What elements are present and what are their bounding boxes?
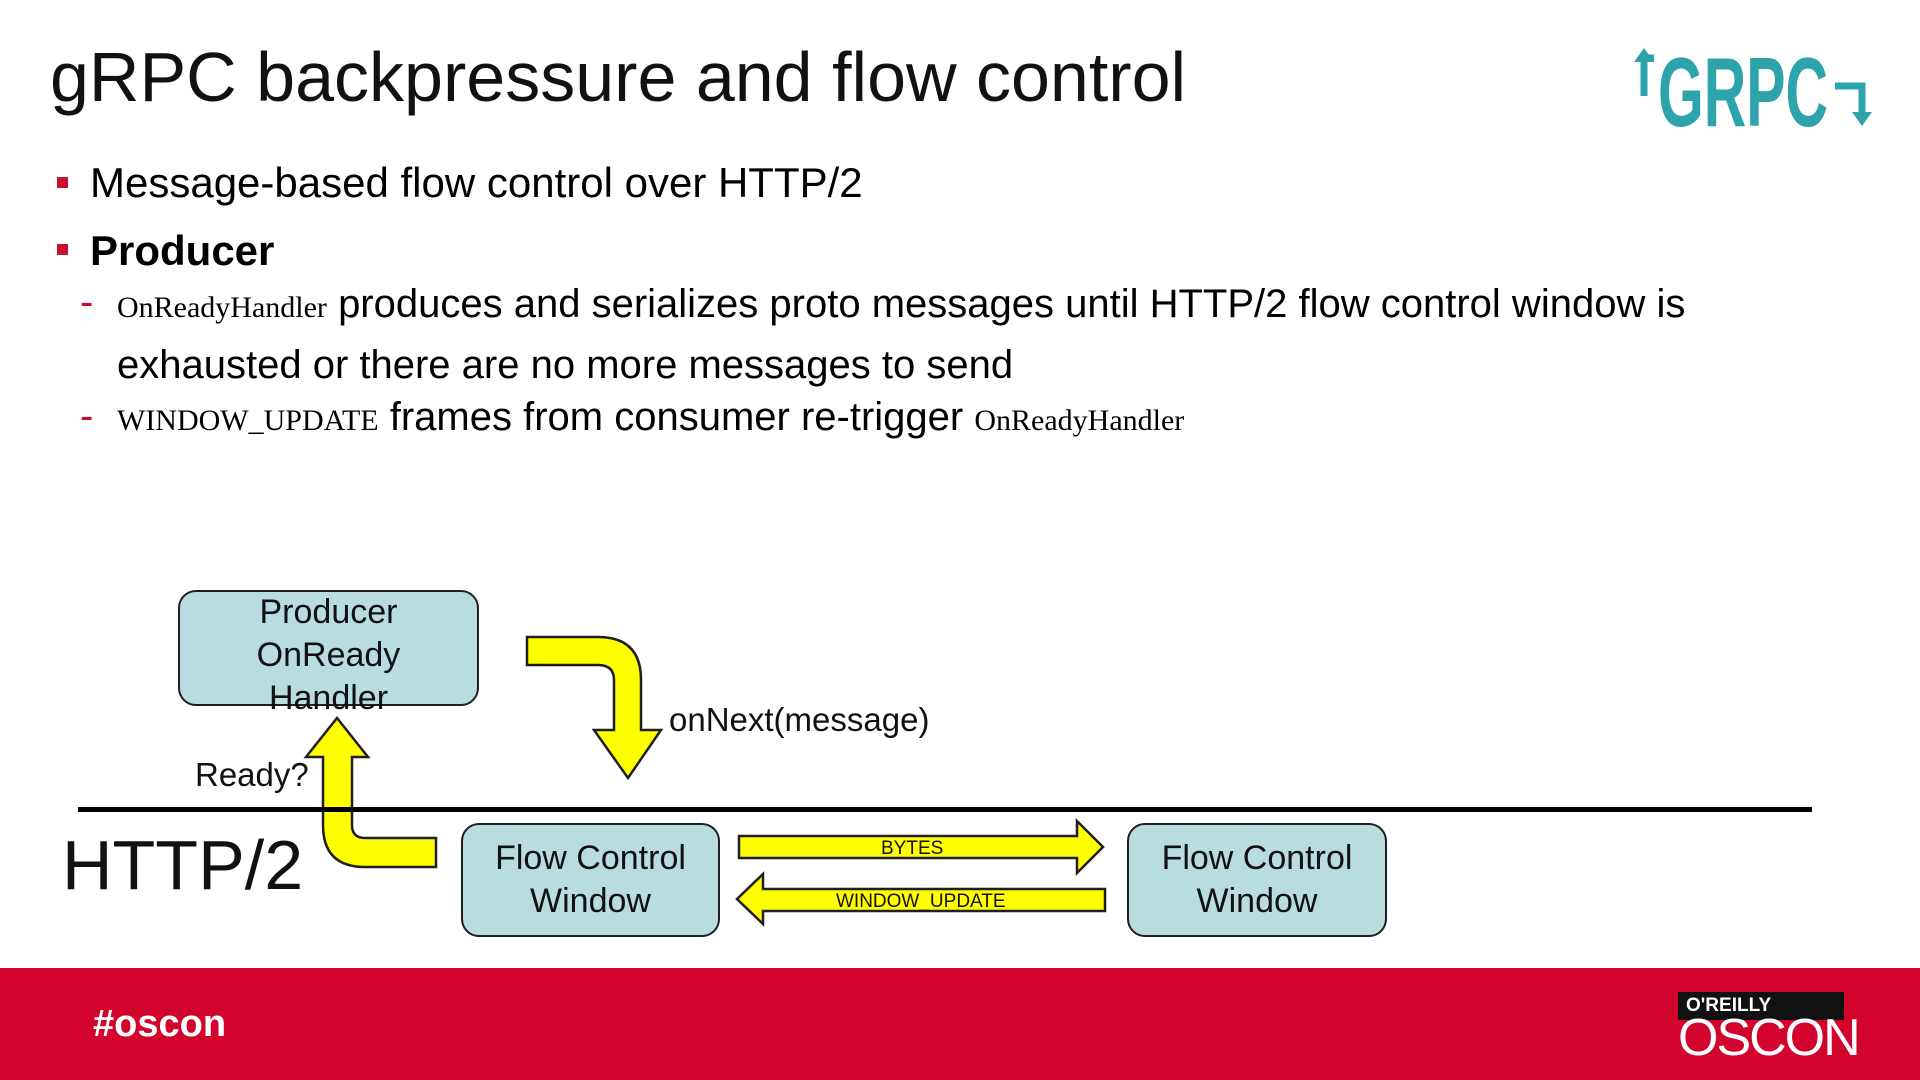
producer-box-line: Producer — [259, 592, 398, 631]
producer-box-line: OnReady — [256, 635, 401, 674]
grpc-logo-text: GRPC — [1658, 46, 1828, 136]
window-box-line: Window — [530, 882, 651, 920]
hashtag-oscon: #oscon — [93, 1003, 227, 1045]
producer-box-line: Handler — [268, 678, 389, 717]
bullet-marker — [57, 177, 68, 188]
window-box-line: Flow Control — [495, 839, 686, 877]
bytes-arrow — [737, 817, 1105, 877]
slide-title: gRPC backpressure and flow control — [50, 38, 1187, 116]
subbullet-dash: - — [80, 280, 94, 324]
subbullet-window-update: WINDOW_UPDATE frames from consumer re-tr… — [117, 397, 1184, 437]
subbullet-text: produces and serializes proto messages u… — [338, 282, 1686, 326]
bullet-marker — [57, 244, 68, 255]
onnext-arrow — [525, 635, 664, 781]
oscon-logo: OSCON — [1678, 1009, 1861, 1067]
subbullet-continuation: exhausted or there are no more messages … — [117, 343, 1014, 387]
subbullet-onready: OnReadyHandler produces and serializes p… — [117, 284, 1685, 324]
subbullet-dash: - — [80, 394, 94, 438]
http2-boundary-line — [78, 807, 1812, 812]
footer-bar: #oscon O'REILLY OSCON — [0, 968, 1920, 1080]
ready-label: Ready? — [195, 756, 309, 793]
code-onreadyhandler: OnReadyHandler — [117, 291, 327, 324]
window-update-arrow — [735, 871, 1107, 927]
code-window-update: WINDOW_UPDATE — [117, 404, 379, 437]
producer-onready-handler-box: Producer OnReady Handler — [178, 590, 479, 717]
code-onreadyhandler: OnReadyHandler — [974, 404, 1185, 437]
oreilly-logo: O'REILLY — [1678, 992, 1844, 1020]
window-box-line: Window — [1196, 882, 1318, 920]
bytes-label: BYTES — [881, 838, 944, 859]
ready-arrow — [303, 715, 438, 869]
grpc-logo: GRPC — [1634, 46, 1872, 136]
window-box-line: Flow Control — [1161, 839, 1353, 877]
subbullet-text: frames from consumer re-trigger — [389, 395, 964, 439]
window-update-label: WINDOW_UPDATE — [836, 891, 1006, 912]
left-flow-control-window: Flow Control Window — [461, 823, 720, 937]
http2-label: HTTP/2 — [62, 826, 304, 904]
right-flow-control-window: Flow Control Window — [1127, 823, 1387, 937]
bullet-producer: Producer — [90, 227, 275, 274]
bullet-flow-control: Message-based flow control over HTTP/2 — [90, 159, 863, 206]
onnext-label: onNext(message) — [669, 701, 930, 738]
